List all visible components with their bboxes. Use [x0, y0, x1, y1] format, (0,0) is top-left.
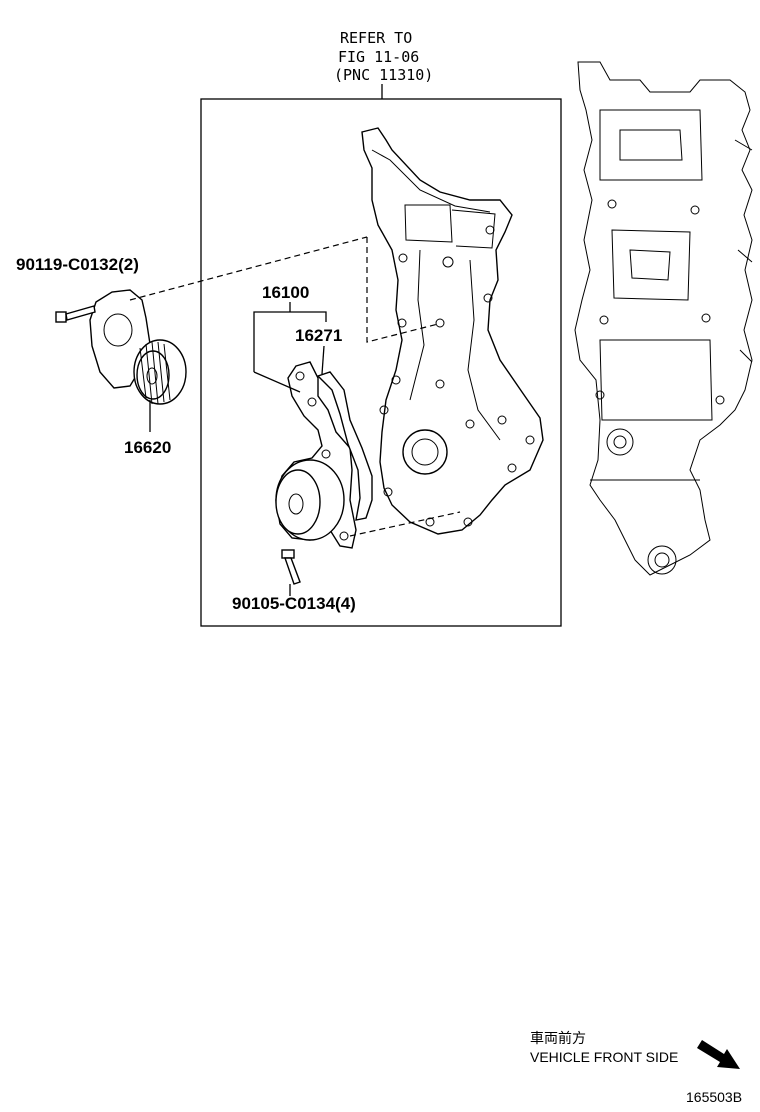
bolt-tensioner-icon [55, 305, 96, 323]
bolt-pump-icon [281, 549, 301, 585]
gasket-illustration [316, 371, 373, 521]
assembly-box [200, 98, 562, 627]
tensioner-illustration [89, 289, 187, 405]
label-tensioner[interactable]: 16620 [124, 438, 171, 457]
cover-dash-line [366, 237, 439, 343]
label-gasket[interactable]: 16271 [295, 326, 342, 345]
direction-label: VEHICLE FRONT SIDE [530, 1049, 678, 1065]
engine-block-illustration [574, 61, 753, 576]
label-bolt-tensioner[interactable]: 90119-C0132(2) [16, 255, 139, 274]
timing-cover-illustration [361, 127, 544, 535]
reference-line-2: FIG 11-06 [338, 48, 419, 66]
reference-line-1: REFER TO [340, 29, 412, 47]
figure-code: 165503B [686, 1089, 742, 1105]
reference-line-3: (PNC 11310) [334, 66, 433, 84]
tensioner-dash-line [129, 236, 368, 301]
direction-jp-label: 車両前方 [530, 1030, 586, 1046]
gasket-leader [321, 345, 325, 375]
water-pump-leader [253, 371, 301, 393]
water-pump-illustration [275, 361, 357, 549]
pump-dash-line [349, 511, 461, 537]
label-bolt-pump[interactable]: 90105-C0134(4) [232, 594, 356, 613]
direction-arrow-icon [697, 1040, 740, 1069]
label-water-pump[interactable]: 16100 [262, 283, 309, 302]
